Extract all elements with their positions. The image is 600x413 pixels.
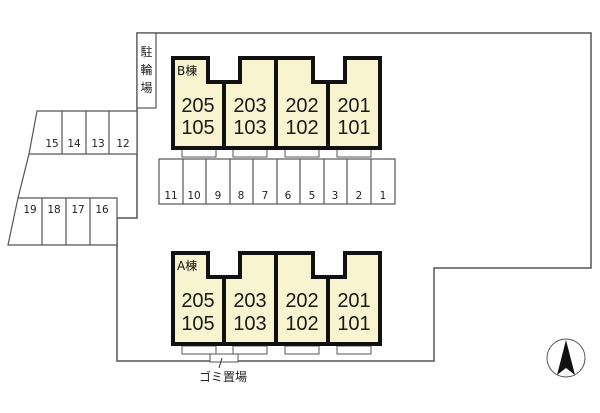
parking-space-11: 11	[164, 190, 177, 202]
parking-space-8: 8	[238, 190, 245, 202]
lot-boundary	[116, 32, 592, 362]
parking-space-16: 16	[95, 204, 109, 216]
parking-row-upper-left: 15 14 13 12	[28, 110, 138, 155]
bicycle-parking	[136, 32, 157, 109]
parking-space-19: 19	[23, 204, 36, 216]
parking-space-17: 17	[71, 204, 84, 216]
parking-space-18: 18	[47, 204, 60, 216]
parking-space-10: 10	[187, 190, 200, 202]
parking-space-7: 7	[262, 190, 269, 202]
building-b: B棟 205 105 203 103 202 102 201 101	[171, 56, 382, 158]
unit-a-202: 202	[285, 290, 318, 312]
building-b-label: B棟	[177, 63, 197, 78]
unit-b-202: 202	[285, 95, 318, 117]
bicycle-parking-label-2: 輪	[140, 62, 152, 77]
unit-b-205: 205	[181, 95, 214, 117]
unit-a-102: 102	[285, 313, 318, 335]
parking-space-1: 1	[380, 190, 387, 202]
parking-space-13: 13	[91, 138, 104, 150]
parking-space-5: 5	[309, 190, 316, 202]
parking-row-center: 11 10 9 8 7 6 5 3 2 1	[158, 158, 396, 205]
parking-space-14: 14	[67, 138, 81, 150]
building-a-label: A棟	[177, 258, 197, 273]
unit-b-203: 203	[233, 95, 266, 117]
parking-space-3: 3	[332, 190, 339, 202]
parking-space-9: 9	[215, 190, 222, 202]
garbage-leader-line	[218, 357, 223, 369]
lot-slanted-edge	[17, 153, 30, 199]
unit-b-201-101[interactable]	[326, 56, 382, 150]
bicycle-parking-label-3: 場	[140, 81, 152, 95]
unit-b-201: 201	[337, 95, 370, 117]
unit-b-105: 105	[181, 117, 214, 139]
unit-a-105: 105	[181, 313, 214, 335]
unit-a-201: 201	[337, 290, 370, 312]
garbage-area-label: ゴミ置場	[199, 369, 247, 384]
unit-a-205: 205	[181, 290, 214, 312]
parking-space-12: 12	[116, 138, 129, 150]
bicycle-parking-label-1: 駐	[140, 44, 152, 59]
unit-b-102: 102	[285, 117, 318, 139]
parking-space-6: 6	[285, 190, 292, 202]
unit-a-101: 101	[337, 313, 370, 335]
north-arrow-icon	[546, 338, 586, 378]
parking-row-lower-left: 19 18 17 16	[7, 197, 118, 246]
unit-a-103: 103	[233, 313, 266, 335]
unit-a-201-101[interactable]	[326, 251, 382, 346]
unit-a-203: 203	[233, 290, 266, 312]
unit-b-103: 103	[233, 117, 266, 139]
parking-space-2: 2	[356, 190, 363, 202]
building-a: A棟 205 105 203 103 202 102 201 101	[171, 251, 382, 363]
parking-space-15: 15	[45, 138, 58, 150]
garbage-area	[209, 353, 239, 363]
unit-b-101: 101	[337, 117, 370, 139]
